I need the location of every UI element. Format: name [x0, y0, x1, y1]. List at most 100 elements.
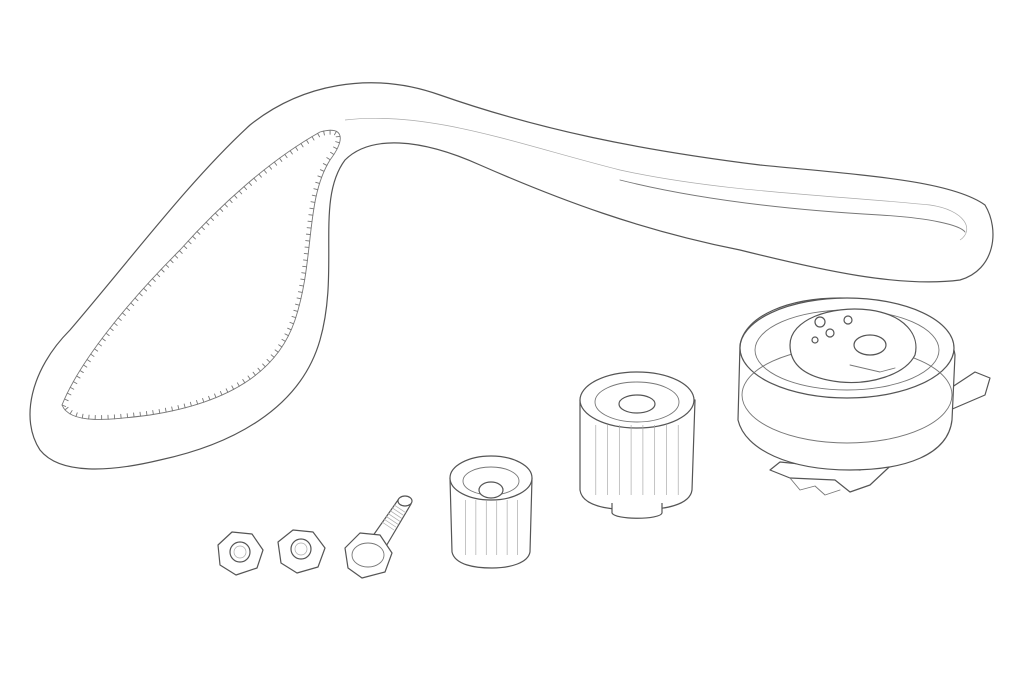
tensioner-pin-hole — [811, 336, 819, 344]
belt-tooth — [228, 199, 233, 203]
tensioner-pointer — [849, 364, 896, 373]
belt-tooth — [257, 367, 261, 372]
belt-tooth — [317, 175, 323, 178]
belt-tooth — [64, 406, 69, 411]
belt-tooth — [279, 157, 283, 162]
belt-tooth — [270, 354, 275, 358]
belt-tooth — [138, 292, 143, 297]
belt-tooth — [97, 343, 102, 347]
small-pulley-ribs — [465, 500, 518, 555]
bolt-thread — [391, 507, 405, 517]
belt-tooth — [301, 272, 307, 274]
belt-tooth — [165, 264, 170, 268]
belt-tooth — [231, 385, 235, 390]
belt-tooth — [152, 410, 154, 415]
belt-tooth — [247, 375, 251, 380]
belt-tooth — [278, 344, 283, 348]
belt-tooth — [266, 359, 271, 363]
large-pulley-ribs — [595, 425, 679, 495]
large-pulley-bearing-ring — [594, 381, 680, 423]
belt-tooth — [177, 405, 180, 410]
belt-tooth — [300, 143, 304, 148]
belt-tooth — [210, 217, 214, 221]
belt-tooth — [268, 165, 272, 170]
timing-belt — [29, 82, 994, 470]
tensioner-center-hole — [853, 334, 887, 356]
belt-tooth — [300, 278, 306, 281]
belt-tensioner — [737, 297, 991, 496]
belt-inner-line-upper — [344, 117, 968, 241]
large-idler-pulley — [579, 371, 696, 519]
belt-tooth — [319, 169, 325, 172]
belt-tooth — [225, 388, 229, 393]
nut-right-thread — [294, 542, 308, 556]
bolt-thread — [385, 515, 399, 525]
belt-tooth — [263, 169, 267, 174]
belt-tooth — [151, 278, 156, 282]
belt-tooth — [333, 130, 337, 136]
belt-tooth — [143, 287, 148, 292]
belt-tooth — [158, 408, 161, 414]
belt-tooth — [307, 220, 313, 223]
belt-tooth — [224, 203, 228, 208]
belt-tooth — [147, 283, 152, 287]
large-pulley-bore — [618, 394, 656, 414]
belt-outer-edge — [29, 82, 994, 470]
belt-tooth — [130, 302, 135, 307]
small-pulley-top-face — [449, 455, 533, 501]
belt-tooth — [330, 151, 335, 155]
belt-tooth — [126, 307, 130, 311]
bolt-head — [344, 532, 393, 579]
belt-tooth — [86, 359, 91, 363]
belt-tooth — [81, 413, 84, 419]
small-idler-pulley — [449, 455, 533, 569]
large-pulley-flange — [611, 503, 663, 519]
belt-tooth — [302, 265, 308, 268]
belt-tooth — [310, 201, 316, 203]
belt-tooth — [90, 353, 95, 357]
belt-tooth — [160, 268, 165, 273]
belt-tooth — [201, 226, 205, 231]
belt-tooth — [252, 371, 256, 376]
belt-tooth — [183, 403, 186, 409]
belt-tooth — [236, 382, 240, 387]
belt-tooth — [75, 412, 78, 418]
belt-tooth — [284, 153, 288, 159]
belt-tooth — [291, 315, 297, 319]
belt-tooth — [311, 136, 315, 141]
belt-tooth — [105, 332, 110, 337]
belt-tooth — [187, 240, 192, 245]
belt-tooth — [196, 399, 199, 405]
bolt-thread — [383, 518, 397, 528]
tensioner-pin-hole — [843, 315, 853, 325]
belt-tooth — [66, 392, 72, 396]
belt-tooth — [258, 173, 262, 178]
belt-tooth — [299, 284, 305, 287]
belt-tooth — [192, 235, 196, 240]
bolt-thread — [381, 521, 395, 531]
nut-right-bore — [290, 538, 312, 560]
bolt-tip — [397, 495, 413, 507]
belt-tooth — [248, 181, 252, 186]
belt-tooth — [293, 309, 299, 312]
bolt-threads — [381, 504, 407, 531]
belt-tooth — [238, 190, 243, 195]
belt-tooth — [189, 401, 192, 407]
belt-tooth — [296, 297, 302, 300]
belt-tooth — [64, 398, 69, 402]
belt-tooth — [253, 177, 257, 182]
belt-tooth — [174, 254, 179, 259]
nut-left-bore — [229, 541, 251, 563]
small-pulley-body — [449, 477, 533, 569]
belt-tooth — [183, 245, 188, 249]
belt-tooth — [76, 375, 81, 379]
belt-tooth — [305, 139, 309, 144]
belt-tooth — [243, 186, 248, 191]
small-pulley-bore — [478, 481, 504, 499]
belt-tooth — [323, 130, 325, 136]
belt-tooth — [214, 212, 219, 217]
belt-tooth — [295, 303, 300, 306]
bolt-thread — [393, 504, 407, 514]
belt-tooth — [117, 317, 122, 321]
belt-tooth — [72, 381, 78, 385]
